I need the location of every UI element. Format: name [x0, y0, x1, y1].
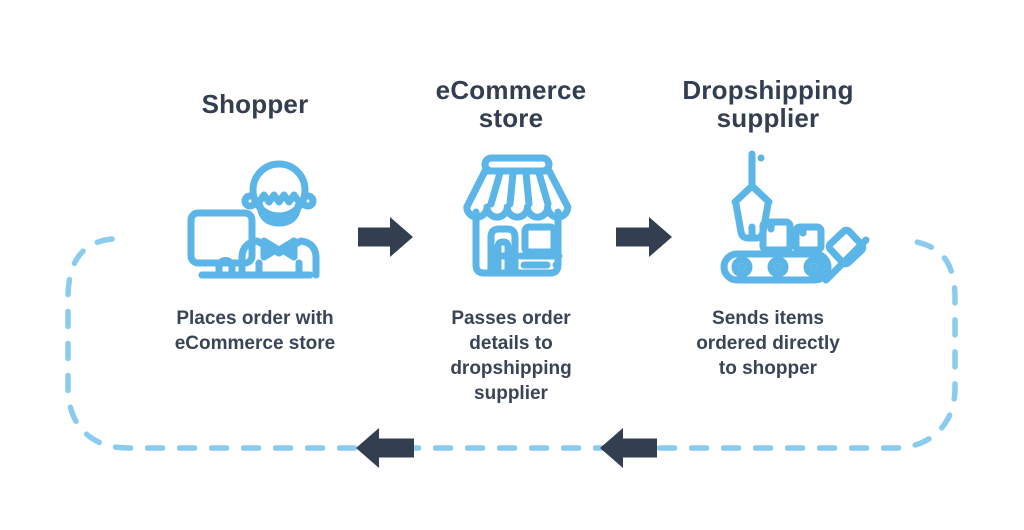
column-description-shopper: Places order with eCommerce store: [174, 308, 336, 354]
return-arrow-icon-1: [356, 428, 414, 468]
storefront-icon: [463, 154, 572, 277]
column-title-shopper: Shopper: [201, 89, 309, 119]
column-title-ecommerce-store: eCommerce store: [435, 75, 587, 133]
column-description-dropshipping-supplier: Sends items ordered directly to shopper: [696, 308, 840, 379]
claw-conveyor-icon: [720, 150, 870, 284]
column-title-dropshipping-supplier: Dropshipping supplier: [682, 75, 854, 133]
forward-arrow-icon-2: [616, 217, 672, 257]
column-description-ecommerce-store: Passes order details to dropshipping sup…: [450, 308, 572, 404]
return-arrow-icon-2: [600, 428, 657, 468]
shopper-at-computer-icon: [187, 160, 320, 279]
forward-arrow-icon-1: [358, 217, 413, 257]
